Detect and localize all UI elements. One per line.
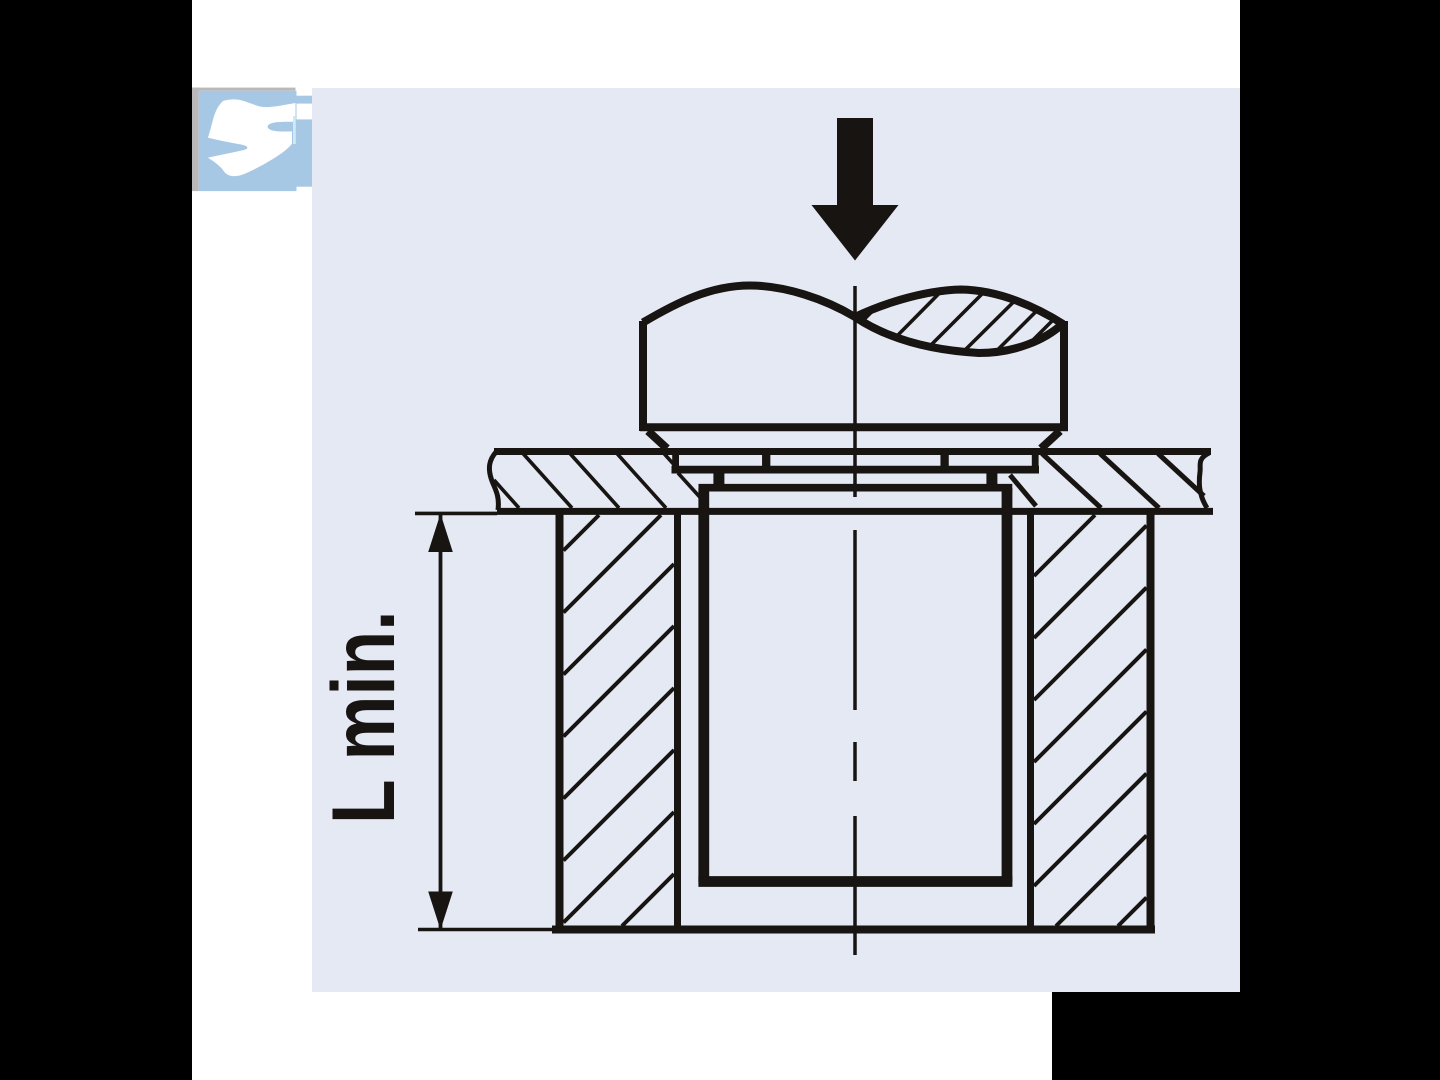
svg-text:L min.: L min. — [314, 610, 414, 824]
